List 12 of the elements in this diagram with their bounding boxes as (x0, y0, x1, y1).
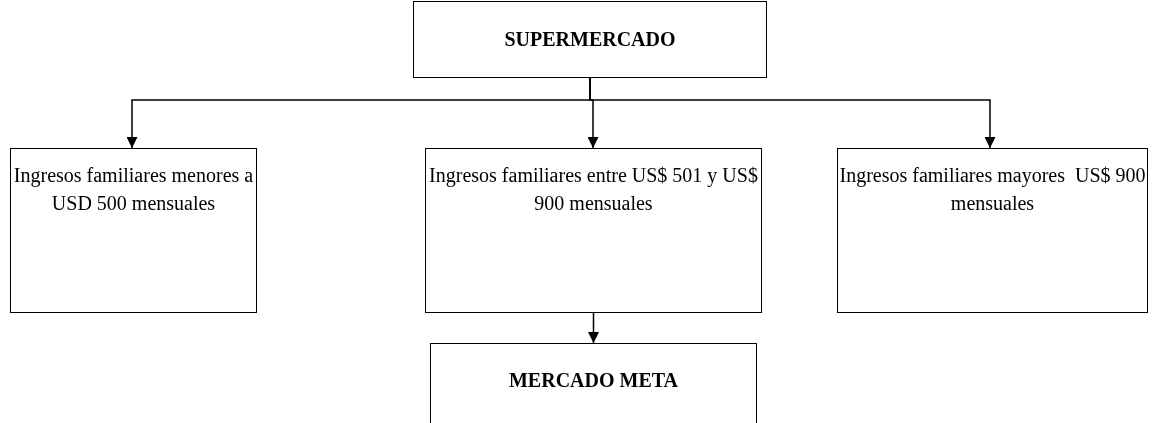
box-label: Ingresos familiares mayores US$ 900 mensuales (838, 163, 1147, 216)
box-label: Ingresos familiares menores a USD 500 mensuales (12, 163, 255, 216)
process-box (430, 343, 757, 423)
box-label: SUPERMERCADO (503, 27, 677, 52)
process-box (10, 148, 257, 313)
box-label: MERCADO META (507, 368, 680, 393)
arrow (588, 312, 599, 344)
arrow (589, 77, 996, 149)
process-box (425, 148, 762, 313)
process-box (413, 1, 767, 78)
box-label: Ingresos familiares entre US$ 501 y US$ 900 mensuales (428, 163, 759, 216)
process-box (837, 148, 1148, 313)
